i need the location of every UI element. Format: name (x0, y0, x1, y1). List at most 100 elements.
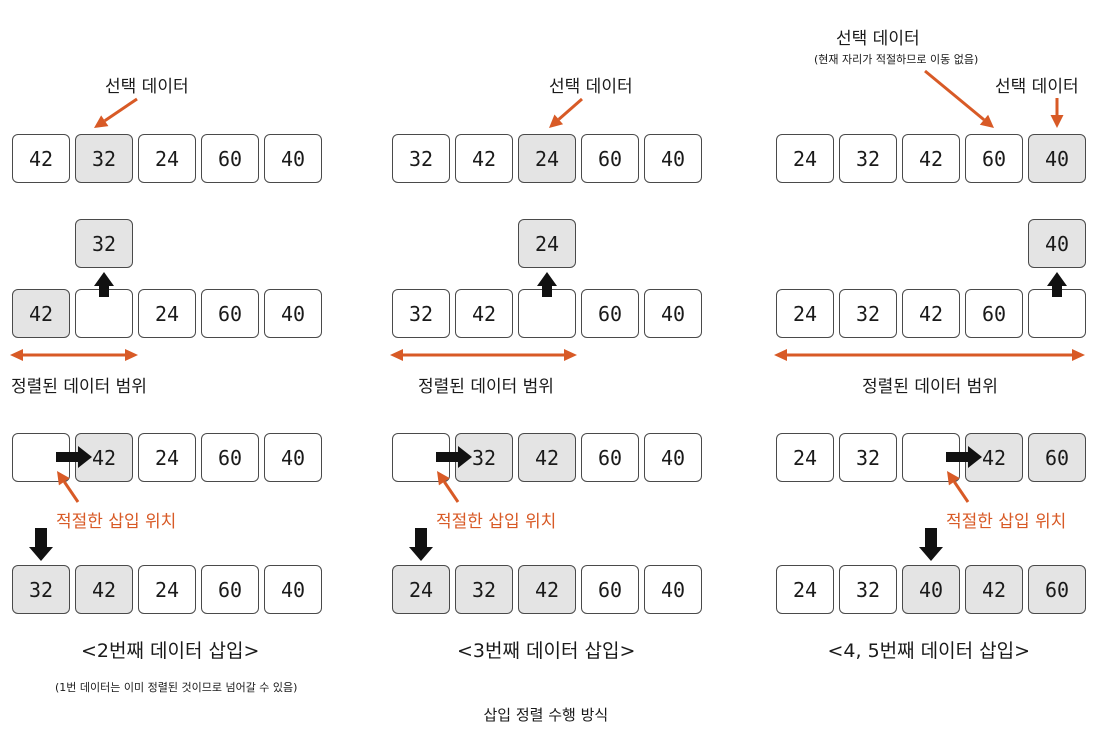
p1-row2-cell-2 (75, 289, 133, 338)
p3-row4-cell-1: 24 (776, 565, 834, 614)
p3-select-label-top: 선택 데이터 (836, 29, 920, 49)
p1-row4-cell-3: 24 (138, 565, 196, 614)
p1-select-label: 선택 데이터 (105, 77, 189, 97)
p2-row1-cell-2: 42 (455, 134, 513, 183)
p2-range-label: 정렬된 데이터 범위 (418, 377, 554, 397)
p2-sorted-range-arrow-left-head (390, 349, 403, 361)
p2-row2-cell-5: 40 (644, 289, 702, 338)
p2-row2-cell-3 (518, 289, 576, 338)
p3-range-label: 정렬된 데이터 범위 (862, 377, 998, 397)
p3-select-pointer-4th (924, 69, 985, 121)
p3-row3-cell-4: 42 (965, 433, 1023, 482)
p3-sorted-range-arrow-right-head (1072, 349, 1085, 361)
p3-row4-cell-2: 32 (839, 565, 897, 614)
p1-lifted-cell: 32 (75, 219, 133, 268)
p2-row3-cell-1 (392, 433, 450, 482)
p2-row1-cell-4: 60 (581, 134, 639, 183)
p3-insert-label: 적절한 삽입 위치 (946, 512, 1067, 532)
p3-row1-cell-5: 40 (1028, 134, 1086, 183)
p2-insert-pointer (443, 480, 460, 503)
p1-range-label: 정렬된 데이터 범위 (11, 377, 147, 397)
p3-row1-cell-1: 24 (776, 134, 834, 183)
p2-select-pointer-head (549, 114, 564, 128)
p1-select-pointer (103, 97, 138, 122)
p2-select-pointer (557, 97, 583, 121)
p1-caption: <2번째 데이터 삽입> (81, 640, 260, 662)
p3-lifted-cell: 40 (1028, 219, 1086, 268)
p1-row4-cell-4: 60 (201, 565, 259, 614)
p1-row3-cell-1 (12, 433, 70, 482)
p3-row4-cell-3: 40 (902, 565, 960, 614)
p2-row1-cell-3: 24 (518, 134, 576, 183)
p3-row1-cell-3: 42 (902, 134, 960, 183)
p1-row3-cell-2: 42 (75, 433, 133, 482)
p2-row4-cell-1: 24 (392, 565, 450, 614)
p1-row2-cell-3: 24 (138, 289, 196, 338)
p2-lifted-cell: 24 (518, 219, 576, 268)
p1-row3-cell-4: 60 (201, 433, 259, 482)
p1-row4-cell-2: 42 (75, 565, 133, 614)
p2-drop-arrow (409, 528, 433, 561)
p3-row3-cell-3 (902, 433, 960, 482)
p1-row1-cell-1: 42 (12, 134, 70, 183)
p3-sorted-range-arrow-left-head (774, 349, 787, 361)
p2-sorted-range-arrow-right-head (564, 349, 577, 361)
p1-row1-cell-2: 32 (75, 134, 133, 183)
p2-row3-cell-5: 40 (644, 433, 702, 482)
p2-select-label: 선택 데이터 (549, 77, 633, 97)
p3-row3-cell-2: 32 (839, 433, 897, 482)
p2-row3-cell-2: 32 (455, 433, 513, 482)
p3-row2-cell-2: 32 (839, 289, 897, 338)
p2-row4-cell-5: 40 (644, 565, 702, 614)
p1-insert-pointer (63, 480, 80, 503)
p3-row4-cell-5: 60 (1028, 565, 1086, 614)
p3-row2-cell-1: 24 (776, 289, 834, 338)
p1-drop-arrow (29, 528, 53, 561)
p1-footnote: (1번 데이터는 이미 정렬된 것이므로 넘어갈 수 있음) (55, 681, 298, 694)
p2-row2-cell-1: 32 (392, 289, 450, 338)
p1-row1-cell-3: 24 (138, 134, 196, 183)
diagram-title: 삽입 정렬 수행 방식 (483, 706, 609, 724)
p3-row1-cell-4: 60 (965, 134, 1023, 183)
p3-row2-cell-3: 42 (902, 289, 960, 338)
p1-sorted-range-arrow-left-head (10, 349, 23, 361)
p2-row1-cell-1: 32 (392, 134, 450, 183)
p1-row2-cell-4: 60 (201, 289, 259, 338)
p3-caption: <4, 5번째 데이터 삽입> (827, 640, 1031, 662)
p3-drop-arrow (919, 528, 943, 561)
p3-select-pointer-4th-head (979, 114, 994, 128)
p1-row4-cell-1: 32 (12, 565, 70, 614)
p1-row1-cell-5: 40 (264, 134, 322, 183)
p3-row2-cell-4: 60 (965, 289, 1023, 338)
p3-select-pointer-5th-head (1050, 115, 1064, 128)
p3-row2-cell-5 (1028, 289, 1086, 338)
p2-caption: <3번째 데이터 삽입> (457, 640, 636, 662)
p3-select-label-right: 선택 데이터 (995, 77, 1079, 97)
p2-row1-cell-5: 40 (644, 134, 702, 183)
p1-sorted-range-arrow-right-head (125, 349, 138, 361)
p1-row2-cell-5: 40 (264, 289, 322, 338)
p1-row3-cell-3: 24 (138, 433, 196, 482)
p1-row4-cell-5: 40 (264, 565, 322, 614)
p2-row4-cell-3: 42 (518, 565, 576, 614)
p2-row3-cell-4: 60 (581, 433, 639, 482)
p2-row4-cell-2: 32 (455, 565, 513, 614)
p1-row1-cell-4: 60 (201, 134, 259, 183)
p1-row3-cell-5: 40 (264, 433, 322, 482)
p3-stays-note: (현재 자리가 적절하므로 이동 없음) (814, 53, 979, 66)
p2-row2-cell-4: 60 (581, 289, 639, 338)
p1-insert-label: 적절한 삽입 위치 (56, 512, 177, 532)
p3-row4-cell-4: 42 (965, 565, 1023, 614)
p2-insert-label: 적절한 삽입 위치 (436, 512, 557, 532)
p3-insert-pointer (953, 480, 970, 503)
p3-row3-cell-5: 60 (1028, 433, 1086, 482)
p2-row4-cell-4: 60 (581, 565, 639, 614)
p2-row2-cell-2: 42 (455, 289, 513, 338)
p3-row3-cell-1: 24 (776, 433, 834, 482)
p1-select-pointer-head (94, 115, 109, 128)
p1-row2-cell-1: 42 (12, 289, 70, 338)
p2-row3-cell-3: 42 (518, 433, 576, 482)
p3-row1-cell-2: 32 (839, 134, 897, 183)
